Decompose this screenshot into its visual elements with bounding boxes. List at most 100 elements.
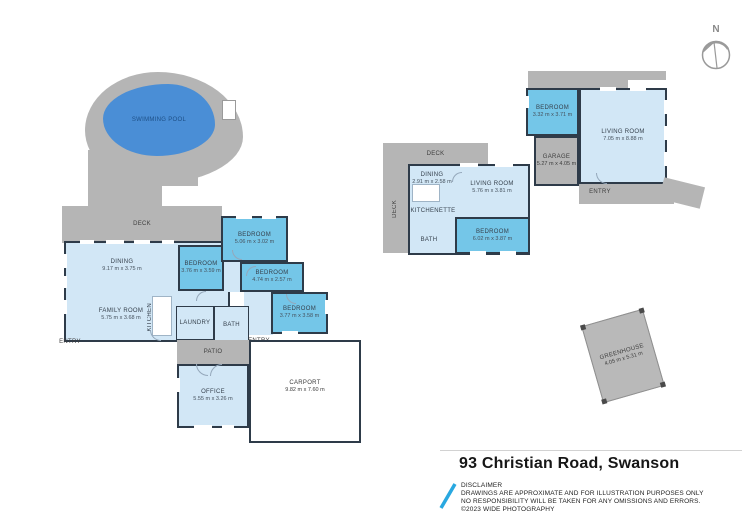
greenhouse-corner [601,398,608,405]
carport: CARPORT 9.82 m x 7.60 m [249,340,361,443]
brand-slash-icon [439,483,457,509]
dining-dims: 9.17 m x 3.75 m [102,266,142,272]
kitchenette-label: KITCHENETTE [410,207,456,214]
room-bath-minor: BATH [414,235,444,245]
window-icon [262,215,276,219]
carport-dims: 9.82 m x 7.60 m [285,387,325,393]
window-icon [63,300,67,314]
window-icon [525,96,529,108]
window-icon [495,163,513,167]
entry-porch-angled [658,177,706,209]
room-family: FAMILY ROOM 5.75 m x 3.68 m [66,292,176,338]
window-icon [282,331,298,335]
bedroom-north-dims: 3.32 m x 3.71 m [532,112,573,118]
room-bedroom-2: BEDROOM 5.06 m x 3.02 m [221,216,288,262]
room-bedroom-north: BEDROOM 3.32 m x 3.71 m [526,88,579,136]
door-arc-icon [196,291,206,301]
family-room-label: FAMILY ROOM [98,308,144,314]
window-icon [63,254,67,268]
entry-west-label: ENTRY [59,338,81,345]
room-bedroom-4: BEDROOM 3.77 m x 3.58 m [271,292,328,334]
window-icon [470,251,486,255]
greenhouse-corner [638,307,645,314]
bedroom-south-dims: 6.02 m x 3.87 m [472,235,513,242]
window-icon [80,240,94,244]
bath-minor-label: BATH [420,236,438,243]
disclaimer-line: DRAWINGS ARE APPROXIMATE AND FOR ILLUSTR… [461,490,704,497]
window-icon [162,240,174,244]
deck-minor-west-label: DECK [392,200,398,218]
living-south-label: LIVING ROOM [470,181,514,187]
room-bath-main: BATH [214,306,249,344]
footer-divider [440,450,742,451]
window-icon [630,87,646,91]
kitchen-counter [152,296,172,336]
kitchenette-counter [412,184,440,202]
hallway-fill [228,262,242,292]
deck-north-strip [528,71,628,88]
bedroom-3-label: BEDROOM [255,270,289,276]
greenhouse-corner [659,381,667,388]
room-bedroom-1: BEDROOM 3.76 m x 3.59 m [178,245,224,291]
room-bedroom-south: BEDROOM 6.02 m x 3.87 m [455,217,530,254]
deck-minor-north: DECK [383,143,488,165]
deck-minor-north-label: DECK [426,150,445,157]
laundry-label: LAUNDRY [179,319,211,326]
compass-n-label: N [712,24,720,35]
door-arc-icon [452,172,462,182]
compass-icon [701,40,731,70]
garage-dims: 5.27 m x 4.05 m [536,161,577,167]
entry-minor-label: ENTRY [589,188,611,195]
dining-minor-dims: 2.91 m x 2.58 m [412,179,452,185]
living-south-dims: 5.76 m x 3.81 m [472,188,512,194]
bedroom-1-label: BEDROOM [184,261,218,267]
disclaimer-line: ©2023 WIDE PHOTOGRAPHY [461,506,555,513]
greenhouse: GREENHOUSE 4.05 m x 5.31 m [579,307,667,405]
office-label: OFFICE [201,389,225,395]
disclaimer: DISCLAIMER DRAWINGS ARE APPROXIMATE AND … [461,482,704,514]
window-icon [460,163,478,167]
room-bedroom-3: BEDROOM 4.74 m x 2.57 m [240,262,304,292]
bedroom-3-dims: 4.74 m x 2.57 m [252,277,292,283]
door-arc-icon [210,364,222,376]
bedroom-south-label: BEDROOM [475,228,510,235]
pool-equipment [222,100,236,120]
family-room-dims: 5.75 m x 3.68 m [101,315,141,321]
bedroom-2-dims: 5.06 m x 3.02 m [234,239,275,245]
entry-minor: ENTRY [580,187,620,197]
window-icon [194,425,212,429]
room-dining-minor: DINING 2.91 m x 2.58 m [410,169,454,189]
patio-label: PATIO [203,348,223,355]
patio: PATIO [177,340,249,364]
compass: N [698,24,734,76]
office-dims: 5.55 m x 3.26 m [193,396,233,402]
window-icon [222,425,234,429]
deck-main-label: DECK [133,221,151,227]
window-icon [106,240,124,244]
window-icon [134,240,150,244]
room-living-north: LIVING ROOM 7.05 m x 8.88 m [579,88,667,184]
window-icon [500,251,516,255]
disclaimer-heading: DISCLAIMER [461,482,503,489]
carport-label: CARPORT [289,380,321,386]
dining-minor-label: DINING [420,172,444,178]
swimming-pool: SWIMMING POOL [103,84,215,156]
pool-surround-path [88,150,162,210]
garage-label: GARAGE [542,154,571,160]
window-icon [236,215,252,219]
deck-minor-west: DECK [383,165,408,253]
entry-west: ENTRY [50,337,90,347]
page-title: 93 Christian Road, Swanson [459,455,680,472]
pool-step [152,170,198,186]
window-icon [600,87,616,91]
window-icon [63,276,67,288]
room-dining: DINING 9.17 m x 3.75 m [66,243,178,289]
room-laundry: LAUNDRY [176,306,214,340]
living-north-dims: 7.05 m x 8.88 m [603,136,643,142]
room-living-south: LIVING ROOM 5.76 m x 3.81 m [456,178,528,198]
disclaimer-line: NO RESPONSIBILITY WILL BE TAKEN FOR ANY … [461,498,701,505]
deck-main: DECK [62,206,222,243]
bedroom-4-dims: 3.77 m x 3.58 m [279,313,320,319]
door-arc-icon [246,266,256,276]
